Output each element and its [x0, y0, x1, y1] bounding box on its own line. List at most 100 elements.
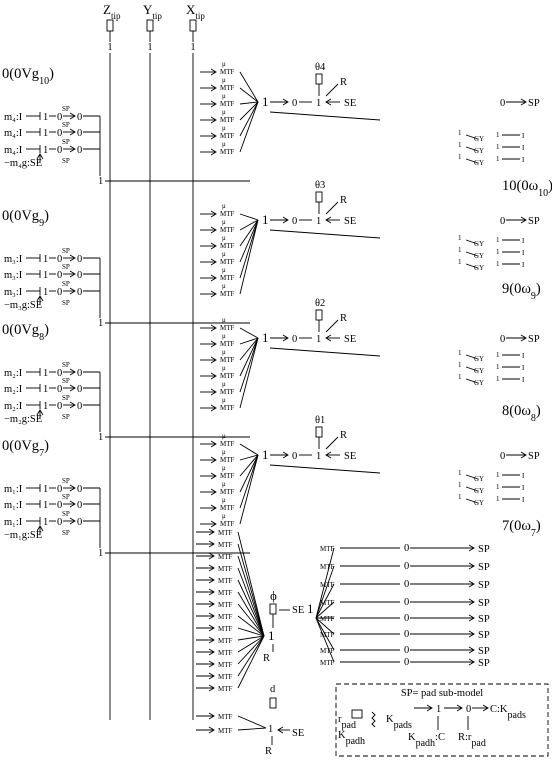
mtf-element: MTF	[220, 504, 235, 512]
mtf-element: MTF	[220, 472, 235, 480]
zero-junction: 0	[404, 657, 409, 668]
mtf-element: MTF	[218, 649, 233, 657]
angular-velocity-label-2: 8(0ω8)	[502, 403, 541, 424]
bond-half-arrow	[210, 210, 217, 218]
bond-half-arrow	[210, 388, 217, 396]
bond-half-arrow	[69, 145, 76, 153]
mtf-element: MTF	[220, 440, 235, 448]
zero-junction: 0	[57, 484, 62, 495]
angle-junction: 1	[316, 98, 321, 109]
one-junction: 1	[98, 432, 103, 443]
one-junction: 1	[458, 258, 462, 266]
mtf-modulus: μ	[222, 60, 226, 68]
bond	[239, 454, 259, 509]
bond	[239, 219, 259, 295]
gyrator-element: GY	[474, 499, 484, 507]
bond	[237, 555, 265, 637]
gyrator-element: GY	[474, 147, 484, 155]
bond-half-arrow	[208, 612, 215, 620]
one-junction: 1	[458, 349, 462, 357]
bond	[239, 454, 259, 493]
bond-half-arrow	[210, 340, 217, 348]
mtf-element: MTF	[220, 520, 235, 528]
bond	[465, 378, 479, 384]
bond-half-arrow	[69, 112, 76, 120]
pad-label: SP	[478, 658, 490, 669]
zero-junction: 0	[57, 517, 62, 528]
mtf-element: MTF	[320, 631, 335, 639]
resistor-label: R	[340, 195, 347, 206]
bond	[315, 547, 335, 619]
joint-one-junction: 1	[262, 330, 269, 345]
bond-half-arrow	[210, 504, 217, 512]
mtf-element: MTF	[320, 581, 335, 589]
tip-label-x: Xtip	[186, 2, 205, 21]
gyrator-element: GY	[474, 252, 484, 260]
mtf-element: MTF	[220, 290, 235, 298]
mtf-element: MTF	[218, 541, 233, 549]
mtf-element: MTF	[218, 553, 233, 561]
inertia-element: I	[522, 484, 525, 492]
angle-junction: 1	[316, 451, 321, 462]
mtf-element: MTF	[220, 258, 235, 266]
pad-label: SP	[62, 157, 70, 165]
mass-inertia-label: m₁:I	[4, 484, 23, 495]
bond	[465, 366, 479, 372]
bond-half-arrow	[208, 588, 215, 596]
one-junction: 1	[43, 500, 48, 511]
resistor-label: R	[340, 430, 347, 441]
bond-half-arrow	[520, 334, 527, 342]
bond	[325, 319, 339, 333]
zero-junction: 0	[500, 451, 505, 462]
zero-junction: 0	[57, 270, 62, 281]
mass-inertia-label: m₁:I	[4, 500, 23, 511]
mtf-element: MTF	[218, 625, 233, 633]
bond	[465, 251, 479, 257]
bond	[239, 219, 259, 231]
bond-half-arrow	[208, 624, 215, 632]
angle-junction: 1	[316, 334, 321, 345]
inertia-element: I	[522, 352, 525, 360]
mtf-element: MTF	[320, 647, 335, 655]
mass-inertia-label: m₃:I	[4, 270, 23, 281]
joint-one-junction: 1	[262, 94, 269, 109]
one-junction: 1	[458, 234, 462, 242]
zero-junction: 0	[404, 597, 409, 608]
bond-half-arrow	[69, 484, 76, 492]
one-junction: 1	[43, 112, 48, 123]
angle-sensor-icon	[269, 603, 277, 615]
mtf-element: MTF	[218, 727, 233, 735]
bond	[237, 591, 265, 637]
bond	[237, 603, 265, 637]
zero-junction: 0	[57, 287, 62, 298]
legend-kpads: Kpads	[386, 714, 412, 731]
bond	[239, 454, 259, 525]
bond-half-arrow	[210, 440, 217, 448]
joint-one-junction: 1	[262, 447, 269, 462]
one-junction: 1	[43, 270, 48, 281]
pad-label: SP	[62, 121, 70, 129]
angle-sensor-icon	[315, 309, 323, 321]
one-junction: 1	[43, 484, 48, 495]
legend-one-junction: 1	[436, 704, 441, 715]
one-junction: 1	[496, 260, 500, 268]
tip-junction: 1	[190, 42, 195, 53]
mtf-element: MTF	[220, 68, 235, 76]
bond-half-arrow	[36, 295, 44, 302]
bond	[465, 239, 479, 245]
bond-half-arrow	[210, 148, 217, 156]
bond-half-arrow	[208, 528, 215, 536]
one-junction: 1	[458, 361, 462, 369]
mtf-modulus: μ	[222, 266, 226, 274]
one-junction: 1	[268, 724, 273, 735]
gravity-source-label: −m₃g:SE	[4, 300, 42, 311]
velocity-label-0: 0(0Vg10)	[2, 66, 54, 87]
joint-angle-label: θ3	[315, 180, 325, 191]
bond	[315, 583, 335, 619]
legend-kpadh: Kpadh	[338, 730, 365, 747]
bond-half-arrow	[282, 216, 289, 224]
bond	[465, 134, 479, 140]
inertia-element: I	[522, 261, 525, 269]
one-junction: 1	[43, 287, 48, 298]
bond	[465, 486, 479, 492]
